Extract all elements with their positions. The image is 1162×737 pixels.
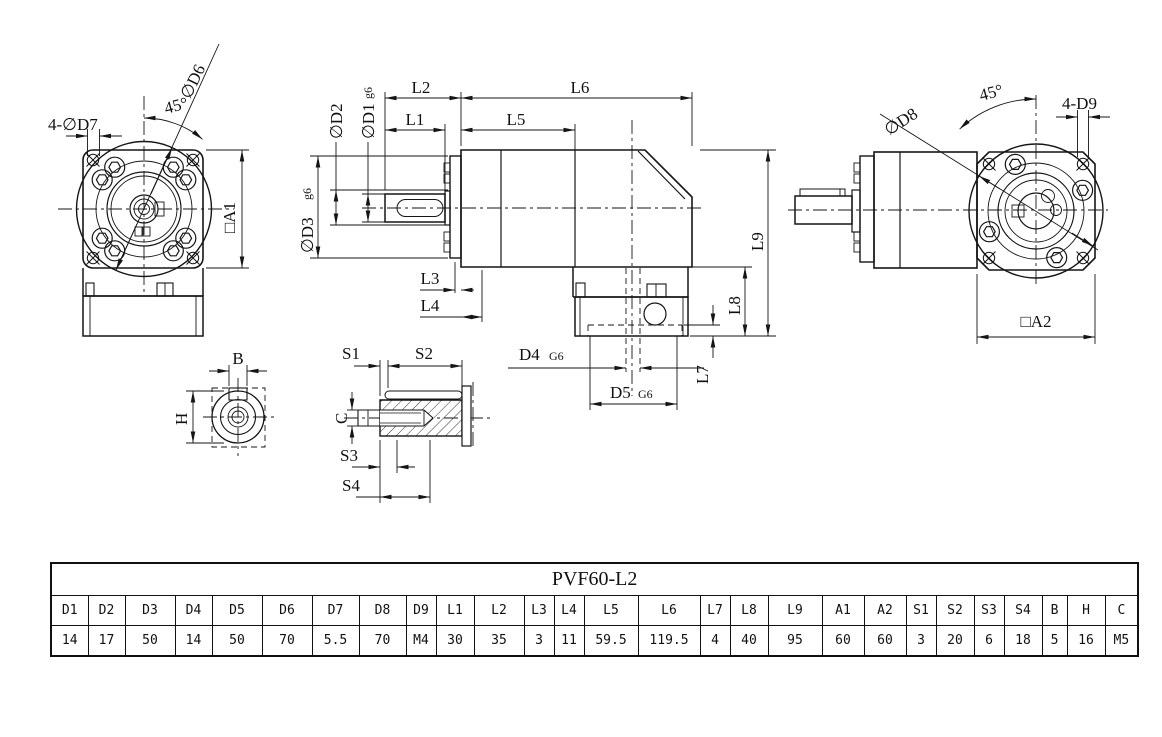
table-value-cell: 60 xyxy=(863,625,907,657)
table-header-cell: L5 xyxy=(583,595,639,626)
dim-label-d4: D4 xyxy=(519,345,540,364)
dim-label-d6: ∅D6 xyxy=(177,61,210,101)
shaft-detail-view: S1 S2 C S3 S4 xyxy=(332,344,492,503)
table-header-cell: H xyxy=(1066,595,1106,626)
table-header-cell: S1 xyxy=(905,595,937,626)
dim-label-l9: L9 xyxy=(748,232,767,251)
dim-label-l4: L4 xyxy=(421,296,440,315)
table-value-cell: 5.5 xyxy=(311,625,360,657)
dim-label-a1: □A1 xyxy=(220,202,239,233)
key-section-view: B H xyxy=(172,349,274,456)
dim-label-l7: L7 xyxy=(693,365,712,384)
table-value-cell: 50 xyxy=(211,625,263,657)
dim-label-angle-rear: 45° xyxy=(977,80,1005,105)
table-header-cell: D7 xyxy=(311,595,360,626)
table-value-cell: M5 xyxy=(1104,625,1139,657)
table-header-cell: L9 xyxy=(767,595,823,626)
table-header-cell: S3 xyxy=(973,595,1005,626)
dim-label-b: B xyxy=(232,349,243,368)
table-title-row: PVF60-L2 xyxy=(50,562,1139,596)
table-header-cell: C xyxy=(1104,595,1139,626)
table-header-cell: D6 xyxy=(261,595,313,626)
dim-label-s4: S4 xyxy=(342,476,360,495)
table-value-cell: 70 xyxy=(261,625,313,657)
dim-label-d5: D5 xyxy=(610,383,631,402)
table-header-cell: L1 xyxy=(435,595,475,626)
table-value-cell: 95 xyxy=(767,625,823,657)
dim-label-l6: L6 xyxy=(571,78,590,97)
table-value-cell: 119.5 xyxy=(637,625,701,657)
rear-view: ∅D8 45° 4-D9 □A2 xyxy=(788,80,1110,344)
table-value-cell: 30 xyxy=(435,625,475,657)
dim-label-4d9: 4-D9 xyxy=(1062,94,1097,113)
dim-label-l2: L2 xyxy=(412,78,431,97)
table-title: PVF60-L2 xyxy=(50,562,1139,596)
dim-label-c: C xyxy=(332,413,351,424)
table-value-cell: 40 xyxy=(729,625,769,657)
dim-label-d1-fit: g6 xyxy=(361,87,375,99)
table-header-cell: A2 xyxy=(863,595,907,626)
table-value-cell: 4 xyxy=(699,625,731,657)
table-value-cell: 16 xyxy=(1066,625,1106,657)
table-value-cell: 35 xyxy=(473,625,525,657)
dim-label-d2: ∅D2 xyxy=(327,103,346,139)
table-header-cell: S2 xyxy=(935,595,975,626)
table-header-cell: B xyxy=(1041,595,1068,626)
table-header-cell: L4 xyxy=(553,595,585,626)
dim-label-4xd7: 4-∅D7 xyxy=(48,115,98,134)
front-view: 4-∅D7 45° ∅D6 □A1 xyxy=(48,43,249,337)
dim-label-d8: ∅D8 xyxy=(881,104,921,139)
dim-label-d3: ∅D3 xyxy=(298,217,317,253)
dim-label-d1: ∅D1 xyxy=(359,103,378,139)
dim-label-s2: S2 xyxy=(415,344,433,363)
table-value-cell: 14 xyxy=(50,625,89,657)
side-view: L2 L6 L1 L5 ∅D2 ∅D1 g6 ∅D3 g6 L3 L4 L9 L… xyxy=(298,78,776,410)
table-header-cell: D3 xyxy=(124,595,176,626)
dim-label-l3: L3 xyxy=(421,269,440,288)
dim-label-l8: L8 xyxy=(725,296,744,315)
table-value-cell: 60 xyxy=(821,625,865,657)
table-header-cell: D4 xyxy=(174,595,213,626)
technical-drawing: 4-∅D7 45° ∅D6 □A1 xyxy=(48,43,1110,503)
table-header-cell: D5 xyxy=(211,595,263,626)
dim-label-l1: L1 xyxy=(406,110,425,129)
table-header-cell: D1 xyxy=(50,595,89,626)
dim-label-d5-fit: G6 xyxy=(638,387,653,401)
table-header-cell: S4 xyxy=(1003,595,1043,626)
table-value-cell: 6 xyxy=(973,625,1005,657)
table-value-cell: 14 xyxy=(174,625,213,657)
dim-label-d4-fit: G6 xyxy=(549,349,564,363)
dim-label-s3: S3 xyxy=(340,446,358,465)
table-value-cell: 18 xyxy=(1003,625,1043,657)
table-value-cell: 20 xyxy=(935,625,975,657)
table-value-cell: 3 xyxy=(905,625,937,657)
table-header-cell: A1 xyxy=(821,595,865,626)
dim-label-a2: □A2 xyxy=(1020,312,1051,331)
table-value-cell: 17 xyxy=(87,625,126,657)
table-header-cell: L2 xyxy=(473,595,525,626)
table-header-cell: L8 xyxy=(729,595,769,626)
dim-label-s1: S1 xyxy=(342,344,360,363)
table-value-cell: 50 xyxy=(124,625,176,657)
table-header-cell: L6 xyxy=(637,595,701,626)
table-value-cell: 5 xyxy=(1041,625,1068,657)
table-header-cell: L3 xyxy=(523,595,555,626)
table-header-cell: D2 xyxy=(87,595,126,626)
table-value-cell: 3 xyxy=(523,625,555,657)
table-header-cell: L7 xyxy=(699,595,731,626)
table-value-cell: 11 xyxy=(553,625,585,657)
table-header-cell: D8 xyxy=(358,595,407,626)
dim-label-h: H xyxy=(172,413,191,425)
dim-label-l5: L5 xyxy=(507,110,526,129)
table-value-cell: 70 xyxy=(358,625,407,657)
table-value-cell: M4 xyxy=(405,625,437,657)
table-value-cell: 59.5 xyxy=(583,625,639,657)
table-header-cell: D9 xyxy=(405,595,437,626)
dim-label-d3-fit: g6 xyxy=(300,188,314,200)
